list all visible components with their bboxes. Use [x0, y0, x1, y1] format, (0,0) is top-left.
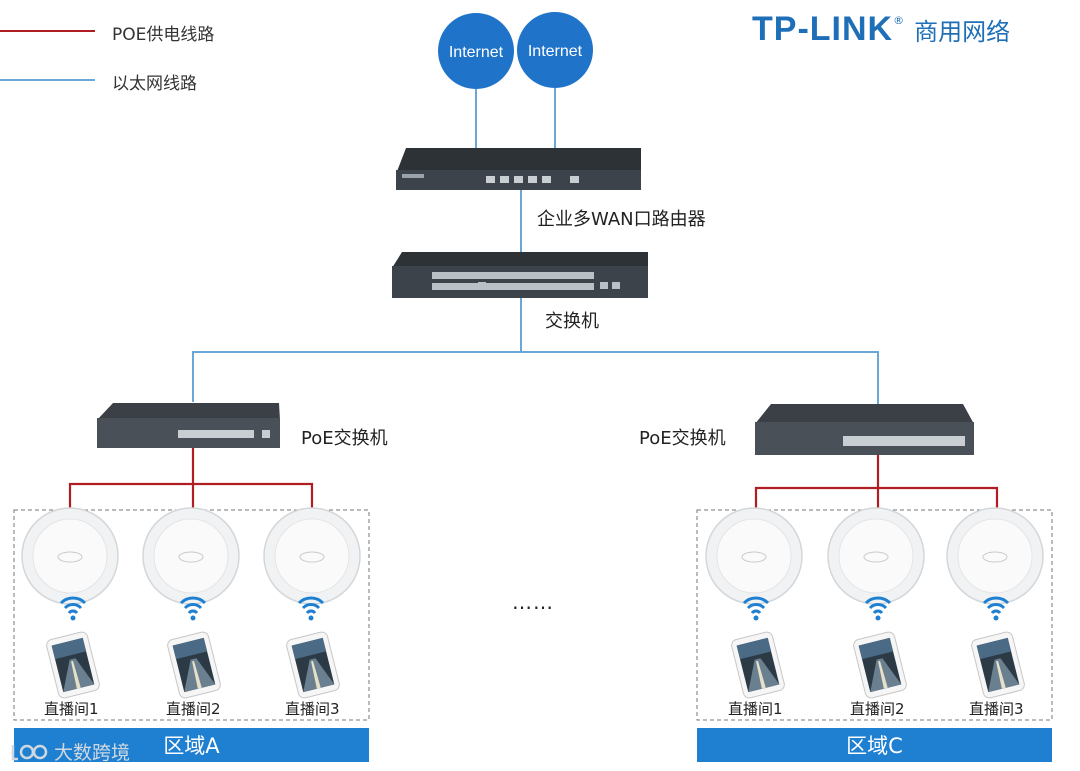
access-point [705, 507, 803, 605]
poe-switch-c-device [755, 404, 974, 455]
poe-switch-a-label: PoE交换机 [301, 428, 388, 449]
ethernet-links [192, 88, 879, 405]
room-label: 直播间2 [166, 700, 221, 718]
room-label: 直播间1 [44, 700, 99, 718]
poe-links [68, 448, 999, 521]
access-point [827, 507, 925, 605]
room-label: 直播间2 [850, 700, 905, 718]
poe-switch-c-label: PoE交换机 [639, 428, 726, 449]
brand-tagline: 商用网络 [914, 18, 1011, 46]
internet-label-right: Internet [528, 43, 583, 60]
watermark-logo-icon [11, 744, 48, 760]
internet-node-left [438, 13, 514, 89]
access-point [21, 507, 119, 605]
access-point [946, 507, 1044, 605]
phone-icon [44, 630, 102, 700]
legend-poe-label: POE供电线路 [112, 25, 215, 45]
zone-a-bar: 区域A [14, 728, 369, 762]
router-device [396, 148, 641, 190]
phone-icon [729, 630, 787, 700]
internet-node-right [517, 12, 593, 88]
room-label: 直播间1 [728, 700, 783, 718]
router-label: 企业多WAN口路由器 [537, 209, 706, 230]
core-switch-device [392, 252, 648, 298]
phone-icon [969, 630, 1027, 700]
access-point [263, 507, 361, 605]
access-points-zone-c [705, 507, 1044, 605]
zone-c-label: 区域C [846, 734, 903, 758]
core-switch-label: 交换机 [545, 311, 599, 332]
watermark-text: 大数跨境 [54, 742, 131, 764]
brand-registered: ® [893, 14, 905, 27]
ellipsis: …… [512, 590, 554, 614]
access-point [142, 507, 240, 605]
phone-icon [284, 630, 342, 700]
room-label: 直播间3 [969, 700, 1024, 718]
zone-c-bar: 区域C [697, 728, 1052, 762]
poe-switch-a-device [97, 403, 280, 448]
brand-logo: TP-LINK [752, 10, 894, 48]
zone-a-label: 区域A [163, 734, 220, 758]
access-points-zone-a [21, 507, 361, 605]
legend-ethernet-label: 以太网线路 [112, 74, 197, 94]
room-label: 直播间3 [285, 700, 340, 718]
watermark: 大数跨境 [10, 738, 130, 765]
phone-icon [165, 630, 223, 700]
phone-icon [851, 630, 909, 700]
internet-label-left: Internet [449, 44, 504, 61]
brand: TP-LINK ® 商用网络 [752, 10, 1010, 49]
